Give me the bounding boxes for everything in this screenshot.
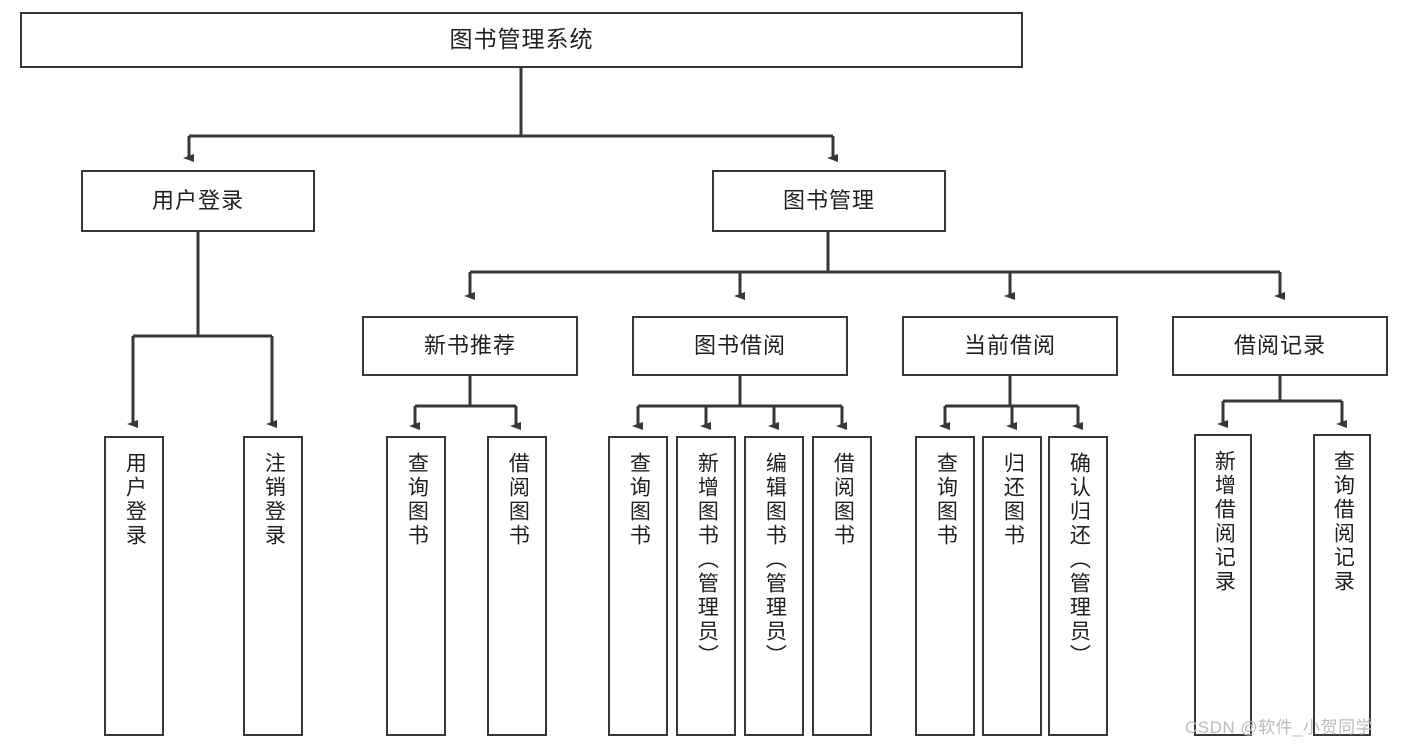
leaf-label: 查询借阅记录 (1331, 450, 1355, 594)
leaf-borrow-add-book-admin[interactable]: 新增图书（管理员） (676, 436, 736, 736)
leaf-current-return-book[interactable]: 归还图书 (982, 436, 1042, 736)
leaf-label: 新增借阅记录 (1212, 450, 1236, 594)
leaf-label: 用户登录 (123, 452, 147, 548)
leaf-current-confirm-return-admin[interactable]: 确认归还（管理员） (1048, 436, 1108, 736)
node-borrow-record[interactable]: 借阅记录 (1172, 316, 1388, 376)
leaf-label: 查询图书 (627, 452, 651, 548)
node-current-borrow[interactable]: 当前借阅 (902, 316, 1118, 376)
leaf-newbook-borrow-book[interactable]: 借阅图书 (487, 436, 547, 736)
leaf-label: 注销登录 (262, 452, 286, 548)
leaf-label: 新增图书（管理员） (695, 452, 719, 668)
leaf-record-query-borrow-record[interactable]: 查询借阅记录 (1313, 434, 1371, 736)
node-root-library-system[interactable]: 图书管理系统 (20, 12, 1023, 68)
leaf-user-login-signout[interactable]: 注销登录 (243, 436, 303, 736)
leaf-label: 编辑图书（管理员） (763, 452, 787, 668)
leaf-user-login-signin[interactable]: 用户登录 (104, 436, 164, 736)
leaf-label: 借阅图书 (831, 452, 855, 548)
leaf-label: 确认归还（管理员） (1067, 452, 1091, 668)
leaf-record-add-borrow-record[interactable]: 新增借阅记录 (1194, 434, 1252, 736)
leaf-current-query-book[interactable]: 查询图书 (915, 436, 975, 736)
leaf-label: 借阅图书 (506, 452, 530, 548)
leaf-label: 查询图书 (405, 452, 429, 548)
leaf-borrow-edit-book-admin[interactable]: 编辑图书（管理员） (744, 436, 804, 736)
csdn-watermark: CSDN @软件_小贺同学 (1185, 718, 1374, 737)
node-book-borrow[interactable]: 图书借阅 (632, 316, 848, 376)
leaf-label: 查询图书 (934, 452, 958, 548)
leaf-newbook-query-book[interactable]: 查询图书 (386, 436, 446, 736)
leaf-borrow-query-book[interactable]: 查询图书 (608, 436, 668, 736)
leaf-label: 归还图书 (1001, 452, 1025, 548)
node-user-login[interactable]: 用户登录 (81, 170, 315, 232)
leaf-borrow-borrow-book[interactable]: 借阅图书 (812, 436, 872, 736)
node-book-management[interactable]: 图书管理 (712, 170, 946, 232)
node-new-book-recommend[interactable]: 新书推荐 (362, 316, 578, 376)
